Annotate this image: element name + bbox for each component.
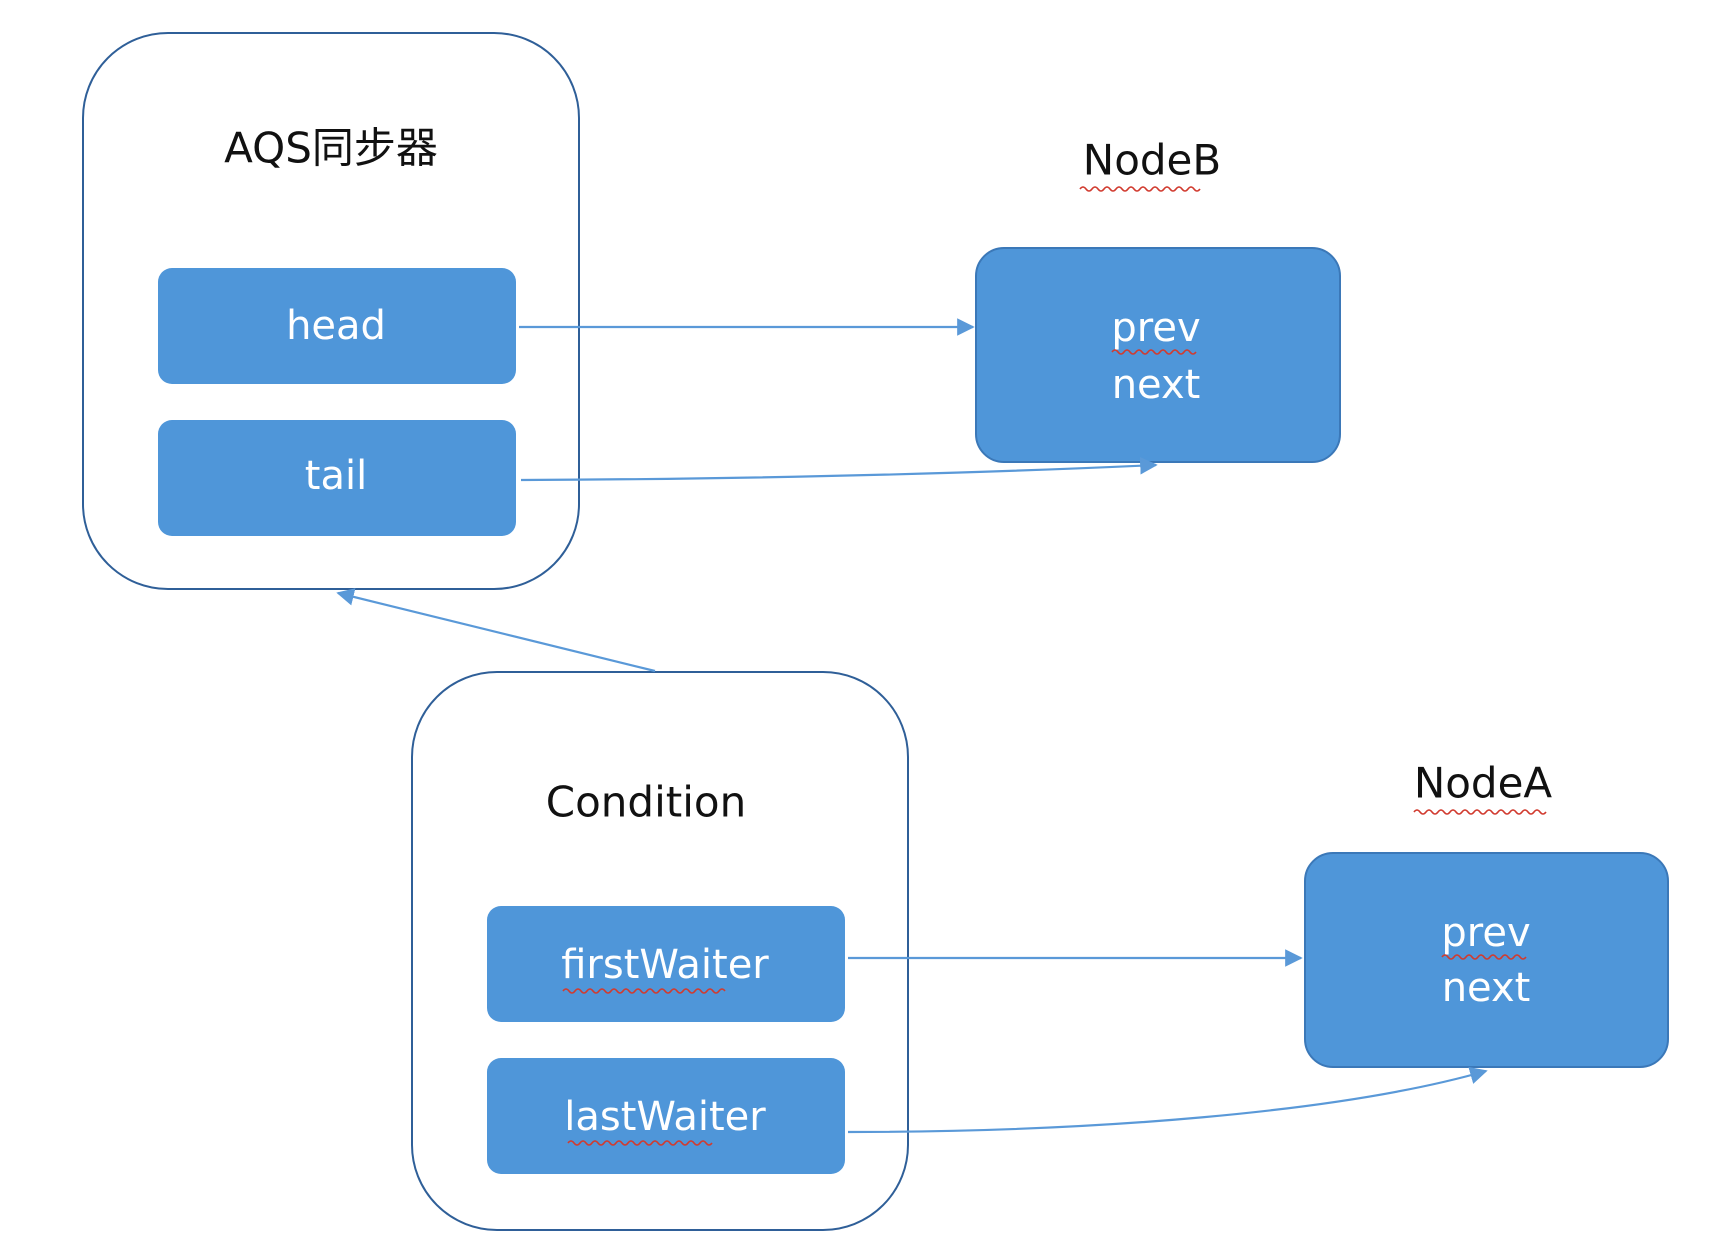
condition-last-waiter-label: lastWaiter <box>564 1094 766 1140</box>
condition-title: Condition <box>546 778 746 827</box>
aqs-tail-label: tail <box>305 453 367 499</box>
aqs-head-label: head <box>286 303 386 349</box>
node-a-next-label: next <box>1442 965 1531 1011</box>
node-b-group: NodeB prev next <box>975 136 1341 463</box>
node-a-title-spellcheck-underline <box>1413 809 1547 815</box>
node-a-prev-spellcheck-underline <box>1441 954 1527 960</box>
node-b-box <box>975 247 1341 463</box>
node-b-prev-spellcheck-underline <box>1111 349 1197 355</box>
condition-first-waiter-spellcheck-underline <box>562 988 726 994</box>
node-a-group: NodeA prev next <box>1304 759 1669 1068</box>
aqs-title: AQS同步器 <box>224 124 438 173</box>
condition-last-waiter-spellcheck-underline <box>567 1140 713 1146</box>
aqs-tail-field: tail <box>158 420 516 536</box>
last-waiter-to-node-a-next-arrow <box>847 1066 1488 1134</box>
node-a-title: NodeA <box>1414 759 1553 808</box>
node-b-prev-label: prev <box>1111 305 1200 351</box>
node-a-box <box>1304 852 1669 1068</box>
condition-first-waiter-field: firstWaiter <box>487 906 845 1022</box>
aqs-head-field: head <box>158 268 516 384</box>
node-b-title-spellcheck-underline <box>1079 186 1201 192</box>
node-b-next-label: next <box>1112 362 1201 408</box>
condition-container: Condition firstWaiter lastWaiter <box>411 671 909 1231</box>
condition-last-waiter-field: lastWaiter <box>487 1058 845 1174</box>
aqs-container: AQS同步器 head tail <box>82 32 580 590</box>
node-a-prev-label: prev <box>1441 910 1530 956</box>
condition-first-waiter-label: firstWaiter <box>561 942 769 988</box>
tail-to-node-b-next-arrow <box>520 456 1158 482</box>
node-b-title: NodeB <box>1083 136 1221 185</box>
condition-to-aqs-arrow <box>336 588 656 673</box>
